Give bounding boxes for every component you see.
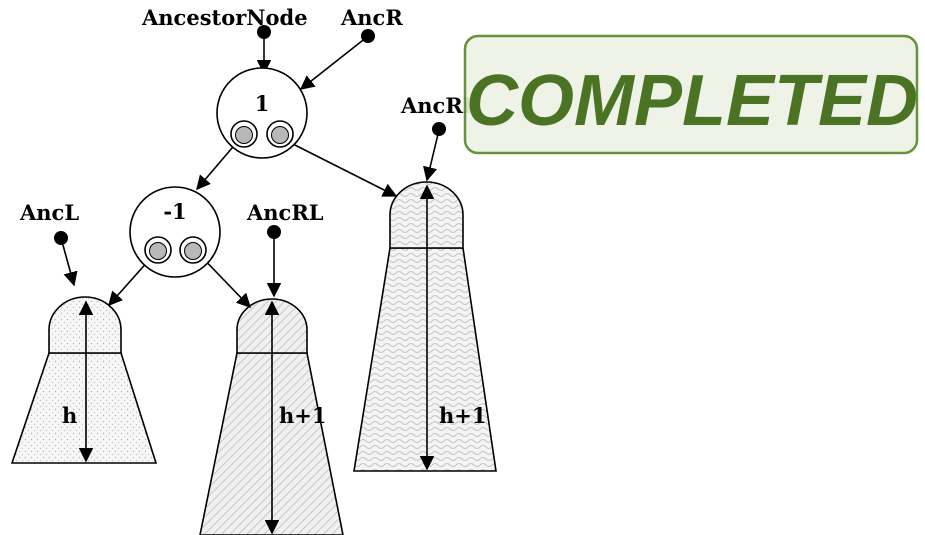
left-child-balance-factor: -1	[163, 199, 186, 224]
left-child-node	[129, 186, 221, 278]
completed-stamp-text: COMPLETED	[466, 61, 918, 141]
label-anc-r: AncR	[340, 5, 403, 30]
pointer-anc-r	[299, 36, 368, 90]
pointer-anc-rr	[423, 129, 440, 182]
height-label-right-right: h+1	[439, 403, 486, 428]
height-label-right-left: h+1	[279, 403, 326, 428]
pointer-dot-ancestor-node	[257, 25, 271, 39]
pointer-dot-anc-rr	[432, 122, 446, 136]
completed-stamp: COMPLETED	[463, 34, 919, 155]
subtree-left	[10, 296, 158, 464]
height-label-left: h	[62, 403, 77, 428]
edge-root-to-right-right	[280, 137, 398, 197]
root-balance-factor: 1	[255, 91, 270, 116]
pointer-anc-l	[60, 237, 78, 287]
label-anc-rl: AncRL	[246, 200, 324, 225]
pointer-dot-anc-l	[54, 231, 68, 245]
pointer-dot-anc-r	[361, 29, 375, 43]
label-anc-l: AncL	[19, 200, 79, 225]
root-node	[216, 67, 308, 159]
label-ancestor-node: AncestorNode	[141, 5, 308, 30]
pointer-dot-anc-rl	[267, 225, 281, 239]
